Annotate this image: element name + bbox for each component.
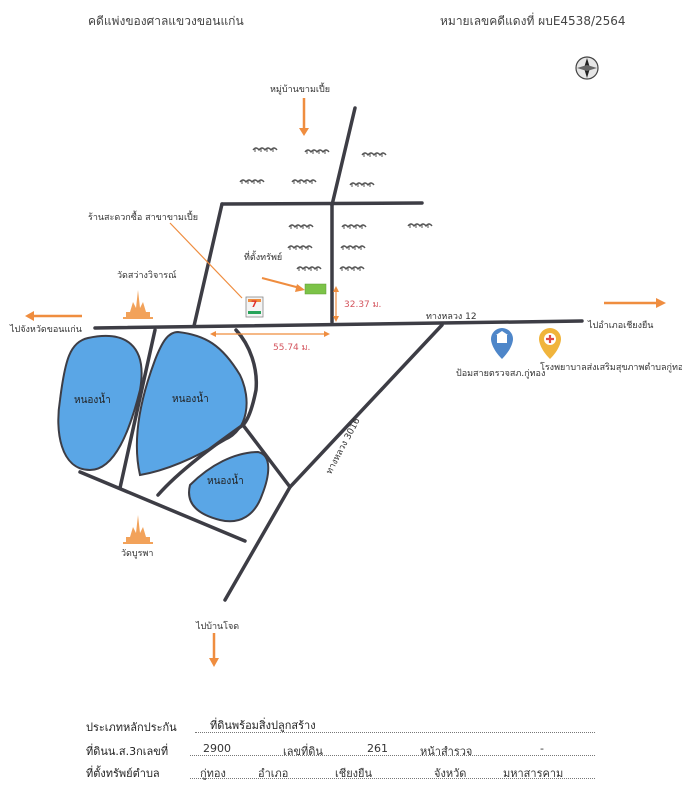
- hospital-label: โรงพยาบาลส่งเสริมสุขภาพตำบลกู่ทอง: [540, 363, 682, 373]
- collateral-type-value: ที่ดินพร้อมสิ่งปลูกสร้าง: [210, 719, 316, 732]
- temple-icon: [122, 289, 154, 319]
- to-ban-chot-label: ไปบ้านโจด: [196, 622, 240, 632]
- roads: [78, 106, 584, 602]
- lake-label: หนองน้ำ: [74, 395, 111, 406]
- collateral-type-label: ประเภทหลักประกัน: [86, 721, 177, 734]
- form-row-deed: ที่ดินน.ส.3กเลขที่: [86, 742, 168, 760]
- deed-label: ที่ดินน.ส.3กเลขที่: [86, 745, 169, 758]
- district-value: เชียงยืน: [335, 767, 373, 780]
- hospital-pin-icon: [539, 328, 561, 359]
- land-no-value: 261: [367, 742, 388, 755]
- store-sign-text: 7: [251, 300, 258, 310]
- divider: [190, 755, 595, 756]
- direction-arrow-icon: [25, 98, 666, 667]
- lake-1: [57, 334, 143, 472]
- province-label: จังหวัด: [434, 767, 467, 780]
- highway-12-label: ทางหลวง 12: [426, 312, 477, 322]
- divider: [195, 732, 595, 733]
- lake-label: หนองน้ำ: [207, 476, 244, 487]
- temple-south-label: วัดบูรพา: [121, 549, 154, 559]
- distance-vertical-label: 32.37 ม.: [344, 300, 382, 310]
- district-label: อำเภอ: [258, 767, 289, 780]
- property-label: ที่ตั้งทรัพย์: [244, 253, 283, 263]
- case-number: หมายเลขคดีแดงที่ ผบE4538/2564: [440, 14, 626, 28]
- store-callout-line: [169, 222, 243, 299]
- deed-value: 2900: [203, 742, 231, 755]
- map-canvas: [25, 56, 666, 667]
- police-pin-icon: [491, 328, 513, 359]
- land-no-label: เลขที่ดิน: [283, 745, 323, 758]
- store-label: ร้านสะดวกซื้อ สาขาขามเปี้ย: [88, 213, 199, 223]
- property-marker: [304, 283, 327, 295]
- temple-north-label: วัดสว่างวิจารณ์: [117, 271, 177, 281]
- to-chiang-yuen-label: ไปอำเภอเชียงยืน: [588, 321, 654, 331]
- village-label: หมู่บ้านขามเปี้ย: [270, 85, 330, 95]
- divider: [190, 778, 595, 779]
- form-row-collateral: ประเภทหลักประกัน: [86, 718, 177, 736]
- survey-value: -: [540, 742, 544, 755]
- location-label: ที่ตั้งทรัพย์ตำบล: [86, 767, 160, 780]
- temple-icon: [122, 514, 154, 544]
- distance-horizontal-label: 55.74 ม.: [273, 343, 311, 353]
- seven-eleven-icon: [245, 296, 264, 318]
- form-row-location: ที่ตั้งทรัพย์ตำบล: [86, 764, 160, 782]
- survey-label: หน้าสำรวจ: [420, 745, 473, 758]
- police-box-label: ป้อมสายตรวจสภ.กู่ทอง: [456, 369, 546, 379]
- lake-2: [135, 330, 248, 477]
- compass-icon: [575, 56, 599, 80]
- lake-3: [188, 450, 270, 523]
- province-value: มหาสารคาม: [503, 767, 564, 780]
- subdistrict-value: กู่ทอง: [200, 767, 226, 780]
- court-case-title: คดีแพ่งของศาลแขวงขอนแก่น: [88, 14, 244, 28]
- to-khon-kaen-label: ไปจังหวัดขอนแก่น: [10, 325, 82, 335]
- distance-markers: [210, 286, 339, 337]
- lake-label: หนองน้ำ: [172, 394, 209, 405]
